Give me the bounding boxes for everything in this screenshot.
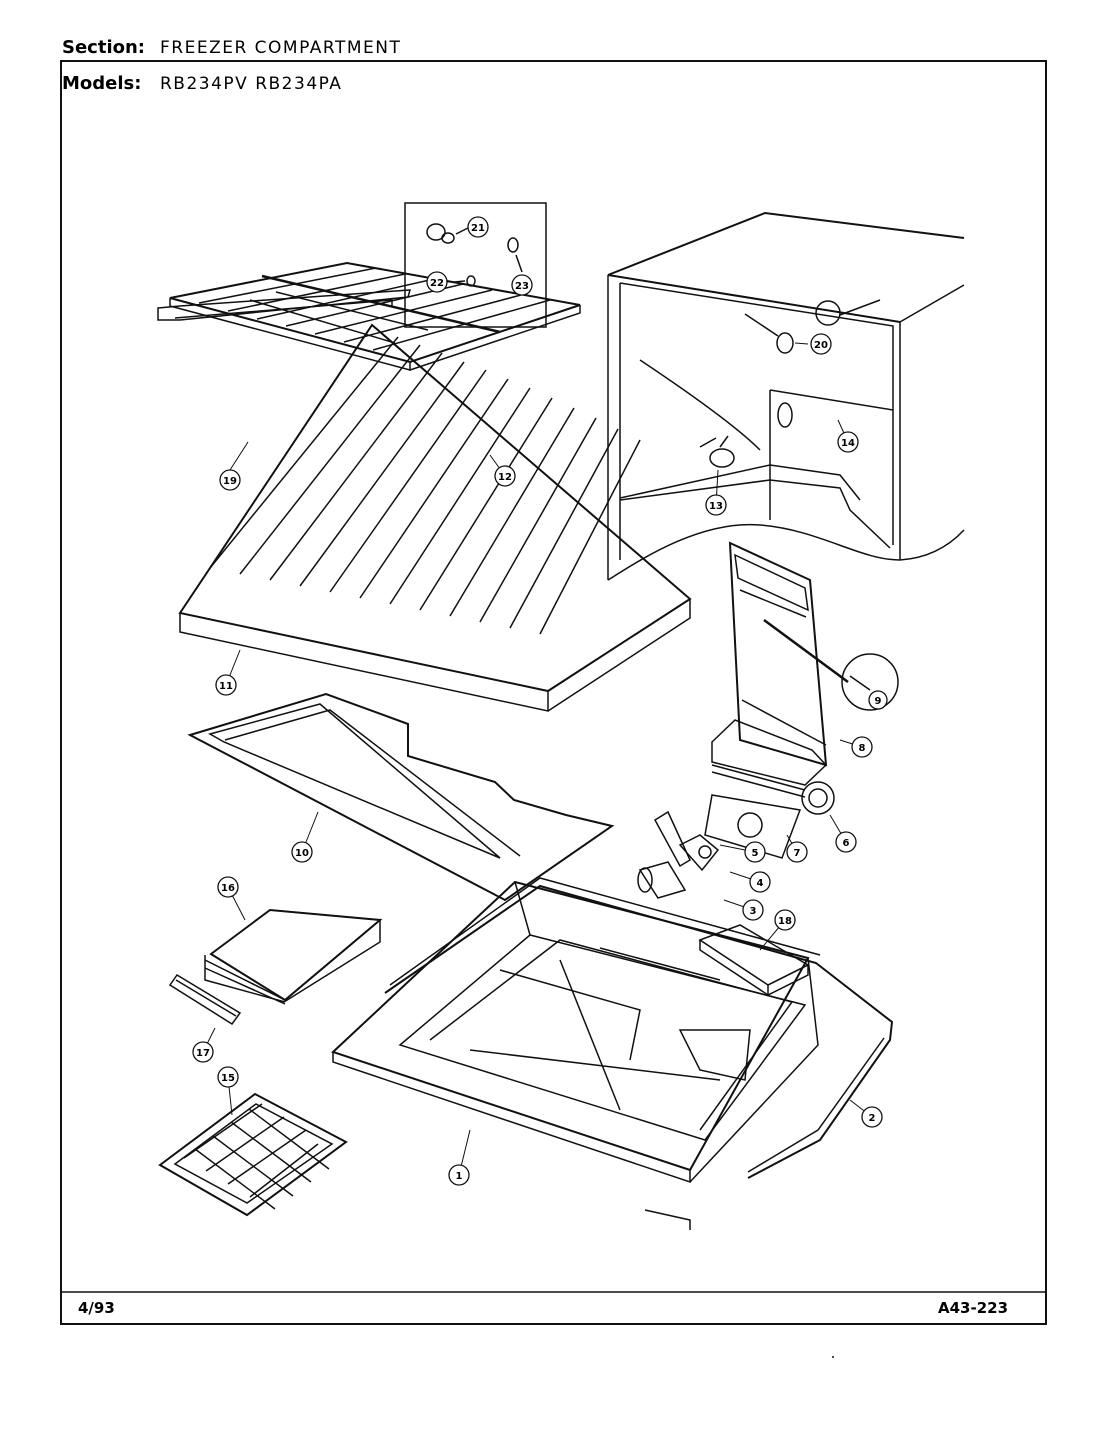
svg-text:23: 23 [515,281,529,292]
svg-text:20: 20 [814,340,828,351]
callouts: 1 2 3 4 5 6 7 8 9 10 11 12 13 14 15 16 1… [192,216,888,1186]
callout-22: 22 [426,271,448,293]
callout-17: 17 [192,1041,214,1063]
svg-text:1: 1 [456,1171,463,1182]
callout-23: 23 [511,274,533,296]
callout-1: 1 [448,1164,470,1186]
svg-text:4: 4 [757,878,764,889]
svg-text:3: 3 [750,906,757,917]
freezer-cabinet [607,211,965,581]
svg-text:12: 12 [498,472,512,483]
svg-text:10: 10 [295,848,309,859]
callout-7: 7 [786,841,808,863]
svg-text:18: 18 [778,916,792,927]
callout-4: 4 [749,871,771,893]
svg-text:22: 22 [430,278,444,289]
callout-15: 15 [217,1066,239,1088]
ice-tray [158,1092,348,1217]
callout-16: 16 [217,876,239,898]
insulation-panel [187,692,615,902]
svg-text:2: 2 [869,1113,876,1124]
freezer-shelf [178,291,692,712]
svg-text:13: 13 [709,501,723,512]
svg-text:14: 14 [841,438,855,449]
callout-19: 19 [219,469,241,491]
callout-3: 3 [742,899,764,921]
svg-text:15: 15 [221,1073,235,1084]
pan-clip [168,973,242,1026]
svg-text:9: 9 [875,696,882,707]
callout-18: 18 [774,909,796,931]
freezer-pan [204,908,383,1005]
callout-5: 5 [744,841,766,863]
stray-dot [832,1356,834,1358]
evaporator-cover [711,541,899,798]
svg-text:19: 19 [223,476,237,487]
fan-assembly [637,781,835,899]
footer-code: A43-223 [938,1299,1008,1317]
shelf-front-trim [157,289,412,321]
svg-text:21: 21 [471,223,485,234]
svg-text:16: 16 [221,883,235,894]
callout-12: 12 [494,465,516,487]
svg-text:11: 11 [219,681,233,692]
callout-11: 11 [215,674,237,696]
models-label: Models: [62,73,141,94]
models-value: RB234PV RB234PA [160,74,342,94]
callout-6: 6 [835,831,857,853]
callout-10: 10 [291,841,313,863]
callout-13: 13 [705,494,727,516]
svg-text:7: 7 [794,848,801,859]
air-duct-cover [698,924,810,997]
callout-21: 21 [467,216,489,238]
section-label: Section: [62,37,145,58]
freezer-floor-liner [331,880,819,1184]
section-value: FREEZER COMPARTMENT [160,38,401,58]
callout-20: 20 [810,333,832,355]
callout-2: 2 [861,1106,883,1128]
svg-text:6: 6 [843,838,850,849]
footer-date: 4/93 [78,1299,115,1317]
svg-text:17: 17 [196,1048,210,1059]
page-frame [60,60,1047,1325]
callout-8: 8 [851,736,873,758]
svg-text:8: 8 [859,743,866,754]
callout-14: 14 [837,431,859,453]
svg-text:5: 5 [752,848,759,859]
callout-9: 9 [868,690,888,710]
